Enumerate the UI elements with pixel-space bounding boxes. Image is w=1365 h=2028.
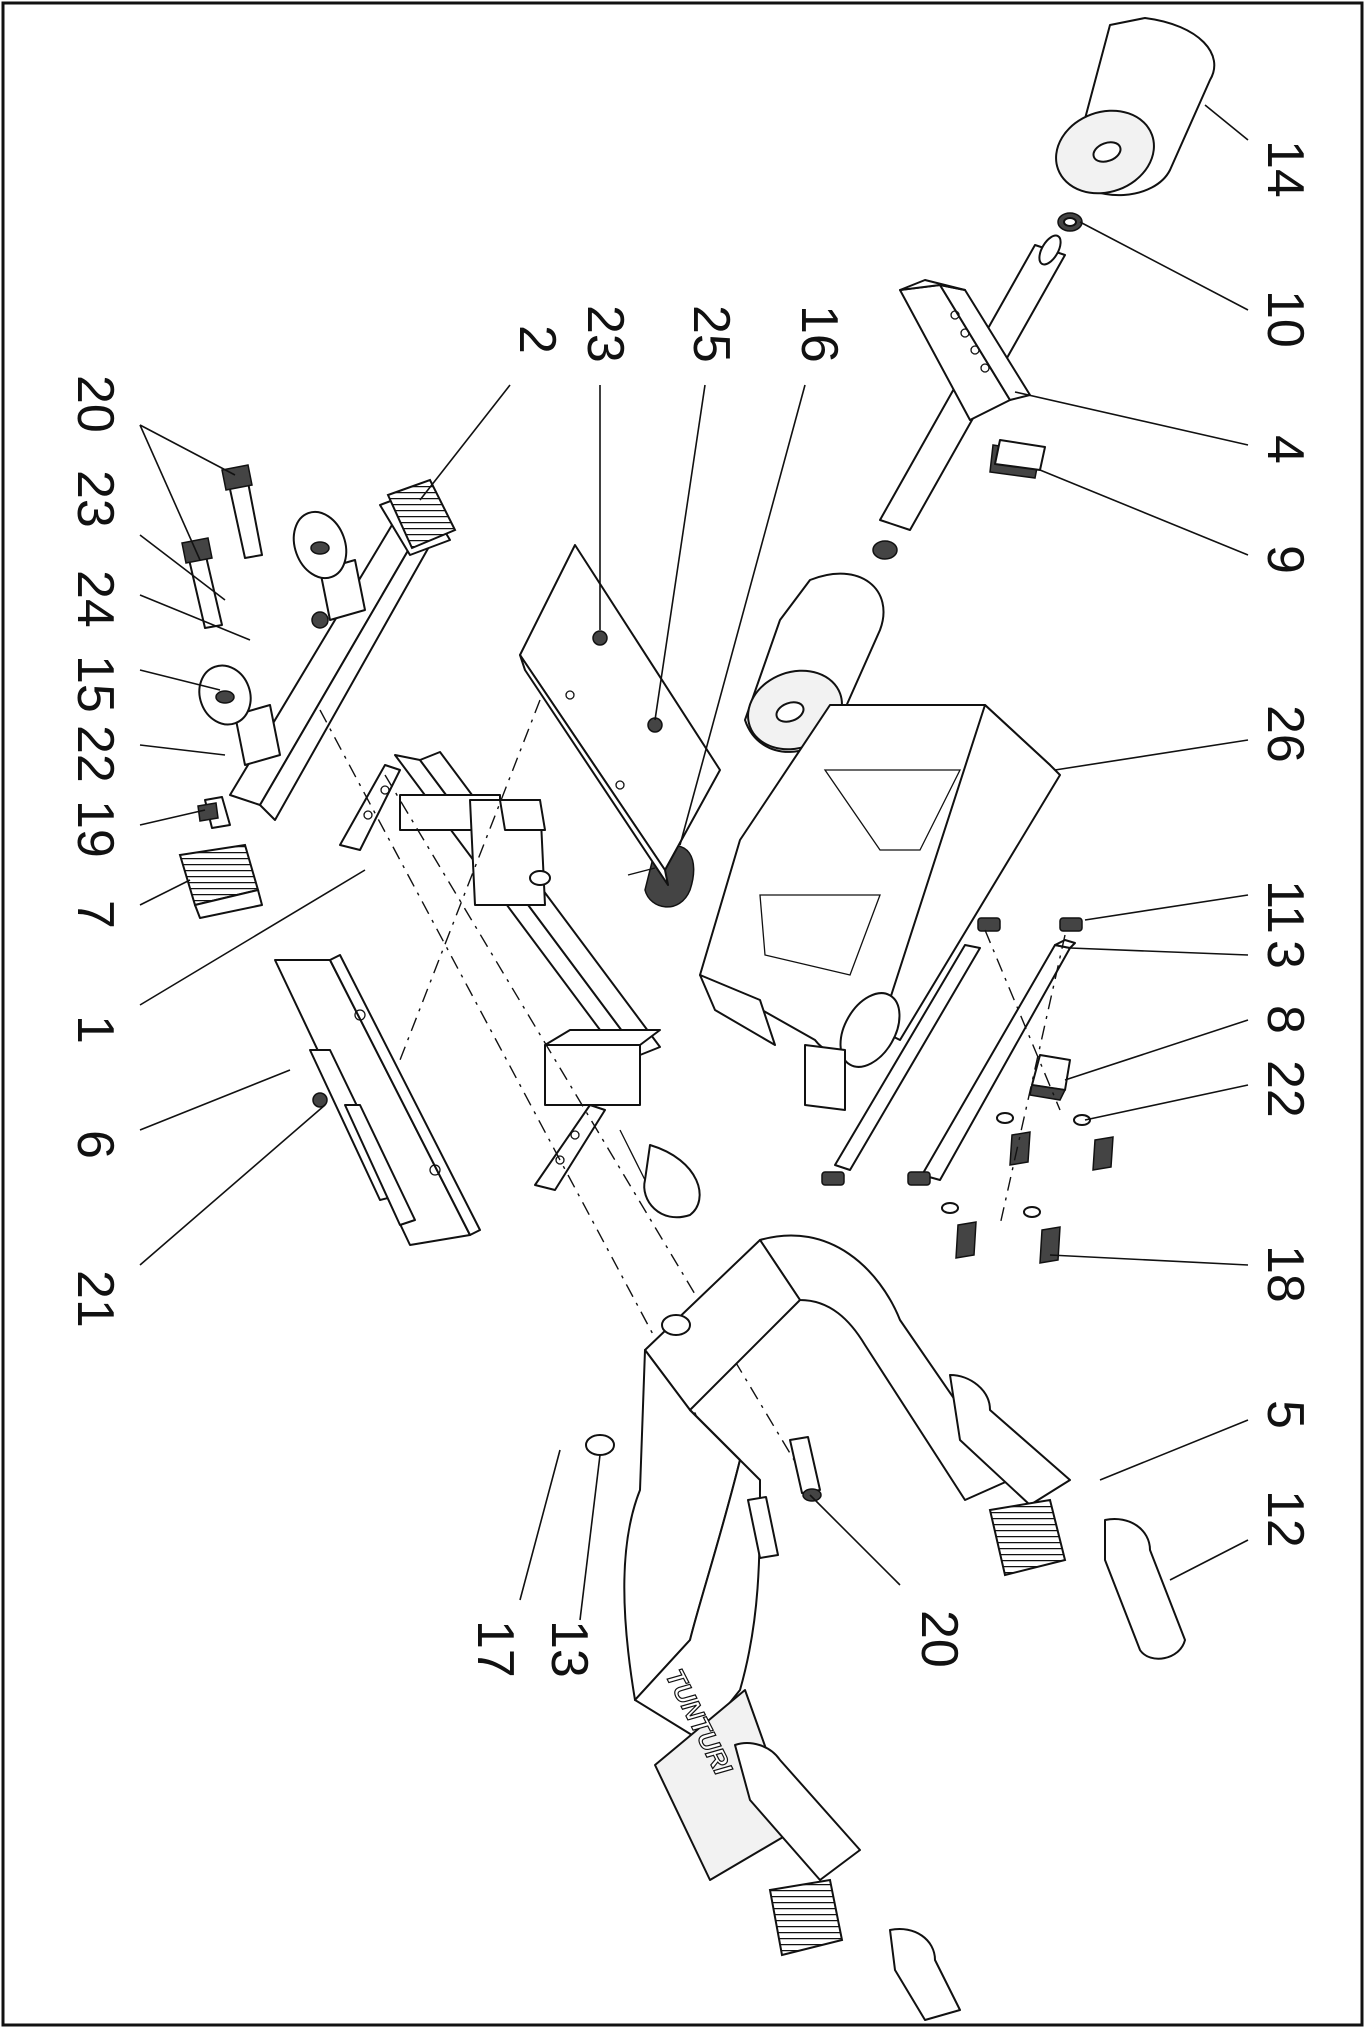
part-14-roller-pad (1055, 17, 1216, 196)
foot-caps-lower (768, 1498, 1067, 1957)
callout-20-top: 20 (66, 375, 124, 433)
callout-22-left: 22 (66, 725, 124, 783)
guide-line-3 (399, 699, 541, 1061)
callout-9: 9 (1256, 545, 1314, 574)
guide-line-1 (319, 709, 721, 1461)
seat-bolt-guide-1 (984, 929, 1061, 1111)
part-18-seat-bolts (941, 1112, 1114, 1264)
callout-11: 11 (1256, 880, 1314, 934)
upper-plate-right (519, 544, 721, 886)
part-10-spring-pin (1057, 212, 1083, 232)
callout-21: 21 (66, 1270, 124, 1328)
callout-16: 16 (790, 305, 848, 363)
callout-2: 2 (508, 325, 566, 354)
callout-4: 4 (1256, 435, 1314, 464)
part-15-wheels (198, 510, 348, 726)
callout-8: 8 (1256, 1005, 1314, 1034)
callout-22-right: 22 (1256, 1060, 1314, 1118)
part-5-u-frame: TUNTURI (585, 1234, 1071, 1881)
callout-1: 1 (66, 1015, 124, 1044)
part-26-seat-pad (699, 704, 1061, 1068)
callout-15: 15 (66, 655, 124, 713)
callout-26: 26 (1256, 705, 1314, 763)
part-2-rear-arm (229, 478, 457, 821)
callout-7: 7 (66, 900, 124, 929)
part-12-grips (889, 1518, 1186, 2021)
leader-lines (139, 104, 1249, 1621)
callout-14: 14 (1256, 140, 1314, 198)
part-11-rail-caps (821, 917, 1083, 1186)
callout-18: 18 (1256, 1245, 1314, 1303)
callout-10: 10 (1256, 290, 1314, 348)
callout-23-left: 23 (66, 470, 124, 528)
part-3-seat-rails (834, 939, 1076, 1181)
part-20-bolts-top-left (181, 464, 263, 829)
callout-24: 24 (66, 570, 124, 628)
part-9-end-cap (989, 439, 1046, 479)
part-8-rail-bracket (1029, 1054, 1071, 1101)
callout-13: 13 (540, 1620, 598, 1678)
callout-17: 17 (466, 1620, 524, 1678)
callout-12: 12 (1256, 1490, 1314, 1548)
callout-5: 5 (1256, 1400, 1314, 1429)
callout-labels: 14 10 4 9 26 11 3 8 22 18 5 12 20 13 17 … (66, 140, 1314, 1678)
lower-knob (619, 1129, 701, 1219)
callout-20-bottom: 20 (910, 1610, 968, 1668)
callout-6: 6 (66, 1130, 124, 1159)
callout-25: 25 (682, 305, 740, 363)
part-7-foot-cap (178, 843, 263, 919)
seat-mount-post (804, 1044, 846, 1111)
part-20-lower-bolts (747, 1436, 822, 1559)
callout-3: 3 (1256, 940, 1314, 969)
part-1-main-frame (339, 751, 661, 1191)
callout-19: 19 (66, 800, 124, 858)
callout-23-top: 23 (576, 305, 634, 363)
part-6-footplate (274, 954, 481, 1246)
